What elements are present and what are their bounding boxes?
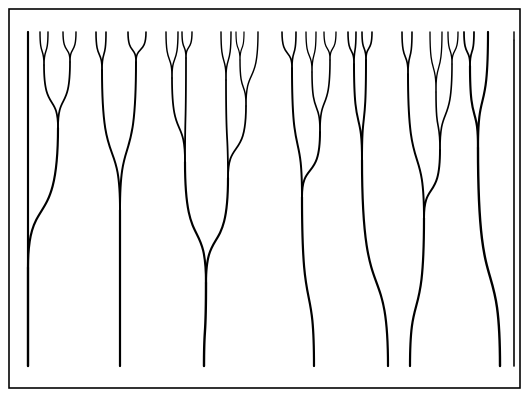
tree-7-branch-d2: [464, 32, 470, 66]
tree-1-branch-d3: [40, 32, 44, 65]
tree-4-branch-d2: [292, 32, 296, 68]
tree-7-branch-d1: [470, 66, 478, 148]
tree-2-branch-d2: [128, 32, 136, 62]
tree-3-branch-d3: [226, 32, 231, 80]
tree-6-branch-d2: [408, 32, 412, 74]
tree-3-branch-d1: [185, 162, 206, 283]
tree-3-branch-d3: [182, 32, 186, 58]
tree-6-trunk: [410, 218, 424, 366]
tree-4-branch-d3: [330, 32, 336, 60]
tree-4-branch-d2: [312, 72, 320, 132]
tree-3-branch-d3: [186, 32, 192, 58]
tree-6-branch-d3: [436, 32, 442, 92]
tree-2-branch-d2: [136, 32, 146, 62]
tree-3-branch-d3: [221, 32, 226, 80]
tree-6-branch-d3: [430, 32, 436, 92]
tree-4-branch-d3: [312, 32, 316, 72]
tree-4-branch-d1: [302, 132, 320, 197]
tree-1-branch-d2: [44, 65, 58, 128]
tree-3-branch-d4: [236, 32, 240, 60]
tree-6-branch-d2: [402, 32, 408, 74]
tree-1-branch-d3: [44, 32, 48, 65]
tree-4-branch-d3: [324, 32, 330, 60]
tree-6-branch-d3: [448, 32, 452, 64]
tree-5-trunk: [362, 160, 388, 366]
tree-4-branch-d3: [306, 32, 312, 72]
tree-3-branch-d2: [226, 80, 228, 178]
tree-5-branch-d2: [354, 32, 356, 64]
tree-6-branch-d3: [452, 32, 458, 64]
tree-6-branch-d2: [440, 64, 452, 150]
tree-3-branch-d3: [240, 60, 246, 106]
tree-5-branch-d2: [348, 32, 354, 64]
tree-5-branch-d2: [362, 32, 366, 60]
tree-3-branch-d3: [246, 32, 258, 106]
tree-7-branch-d2: [470, 32, 474, 66]
tree-3-branch-d3: [166, 32, 172, 78]
tree-1-branch-d1: [28, 128, 58, 268]
tree-5-branch-d1: [354, 64, 362, 160]
figure-frame: [9, 9, 520, 388]
tree-3-branch-d1: [206, 178, 228, 283]
tree-6-branch-d1: [424, 150, 440, 218]
tree-7-branch-d1: [478, 32, 488, 148]
tree-2-branch-d1: [102, 70, 120, 210]
tree-1-branch-d2: [58, 62, 70, 128]
tree-layer: [28, 32, 514, 366]
tree-3-branch-d2: [228, 106, 246, 178]
tree-4-branch-d2: [320, 60, 330, 132]
tree-3-trunk: [204, 283, 206, 366]
tree-2-branch-d2: [102, 32, 106, 70]
tree-3-branch-d2: [185, 58, 186, 162]
tree-4-branch-d1: [292, 68, 302, 197]
tree-2-branch-d2: [96, 32, 102, 70]
tree-3-branch-d3: [172, 32, 178, 78]
tree-5-branch-d2: [366, 32, 372, 60]
tree-1-branch-d3: [70, 32, 76, 62]
tree-3-branch-d2: [172, 78, 185, 162]
tree-7-trunk: [478, 148, 500, 366]
tree-4-branch-d2: [282, 32, 292, 68]
tree-5-branch-d1: [362, 60, 366, 160]
tree-2-branch-d1: [120, 62, 136, 210]
tree-6-branch-d1: [408, 74, 424, 218]
tree-1-branch-d3: [63, 32, 70, 62]
tree-3-branch-d4: [240, 32, 244, 60]
tree-4-trunk: [302, 197, 314, 366]
